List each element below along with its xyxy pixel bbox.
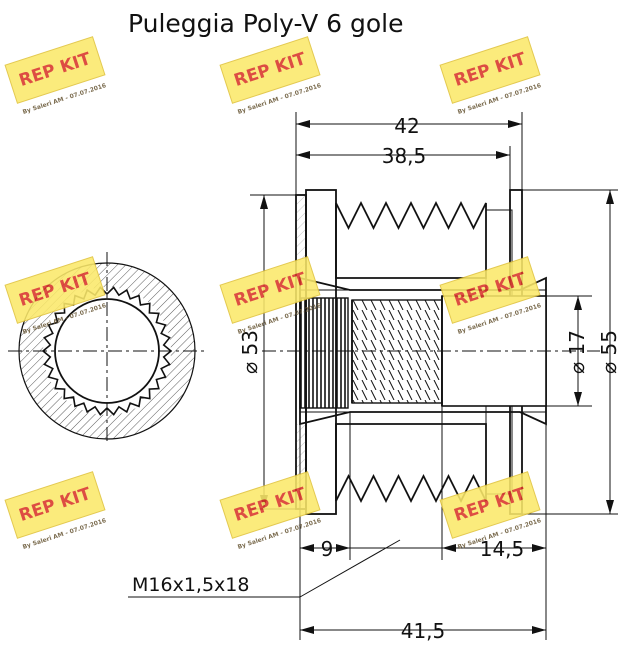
- side-view: [262, 189, 600, 515]
- dim-outer-diameter-right: ⌀ 55: [597, 330, 621, 374]
- dim-bore-diameter: ⌀ 17: [565, 330, 589, 374]
- drawing-title: Puleggia Poly-V 6 gole: [128, 9, 404, 38]
- dim-groove-width: 38,5: [382, 144, 427, 168]
- dim-outer-diameter-left: ⌀ 53: [238, 330, 262, 374]
- dim-hub-length-left: 9: [321, 537, 334, 561]
- dimension-lines: [128, 112, 618, 640]
- dim-total-length: 41,5: [401, 619, 446, 643]
- dim-overall-width: 42: [394, 114, 419, 138]
- dim-hub-length-right: 14,5: [480, 537, 525, 561]
- thread-note: M16x1,5x18: [132, 574, 249, 596]
